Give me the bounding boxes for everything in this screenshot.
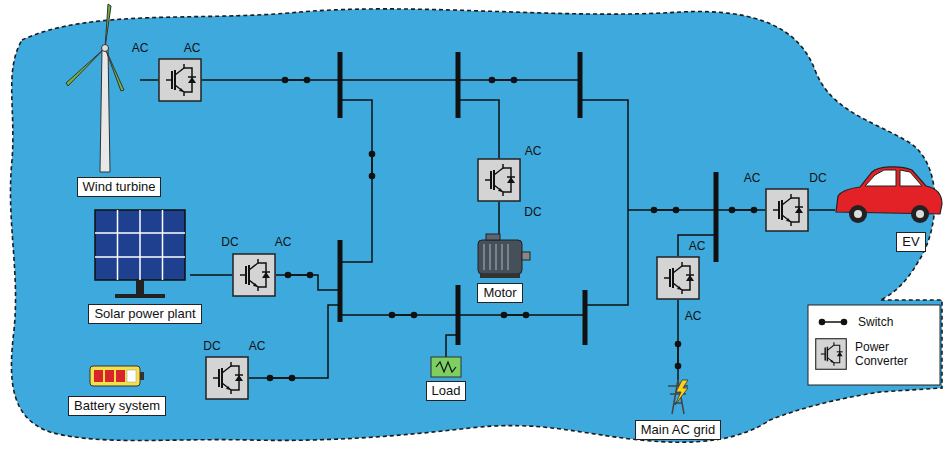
component-name: Main AC grid — [641, 422, 715, 438]
component-name: Load — [432, 383, 461, 399]
component-label-box: Load — [426, 381, 467, 401]
legend-text: Power Converter — [855, 340, 937, 368]
port-type-label: AC — [525, 144, 542, 158]
port-type-label: AC — [132, 41, 149, 55]
component-label-box: Main AC grid — [635, 420, 721, 440]
legend-text: Switch — [858, 315, 936, 329]
port-type-label: AC — [184, 41, 201, 55]
component-name: Motor — [483, 285, 516, 301]
component-label-box: Motor — [477, 283, 522, 303]
component-label-box: Wind turbine — [77, 177, 162, 197]
component-label-box: Battery system — [68, 396, 166, 416]
port-type-label: AC — [744, 171, 761, 185]
port-type-label: AC — [275, 235, 292, 249]
port-type-label: AC — [685, 309, 702, 323]
component-label-box: EV — [896, 232, 925, 252]
port-type-label: DC — [524, 205, 541, 219]
component-name: Wind turbine — [83, 179, 156, 195]
port-type-label: DC — [809, 171, 826, 185]
port-type-label: DC — [221, 235, 238, 249]
port-type-label: DC — [203, 339, 220, 353]
component-label-box: Solar power plant — [88, 304, 201, 324]
port-type-label: AC — [249, 339, 266, 353]
component-name: EV — [902, 234, 919, 250]
port-type-label: AC — [689, 239, 706, 253]
component-name: Solar power plant — [94, 306, 195, 322]
component-name: Battery system — [74, 398, 160, 414]
